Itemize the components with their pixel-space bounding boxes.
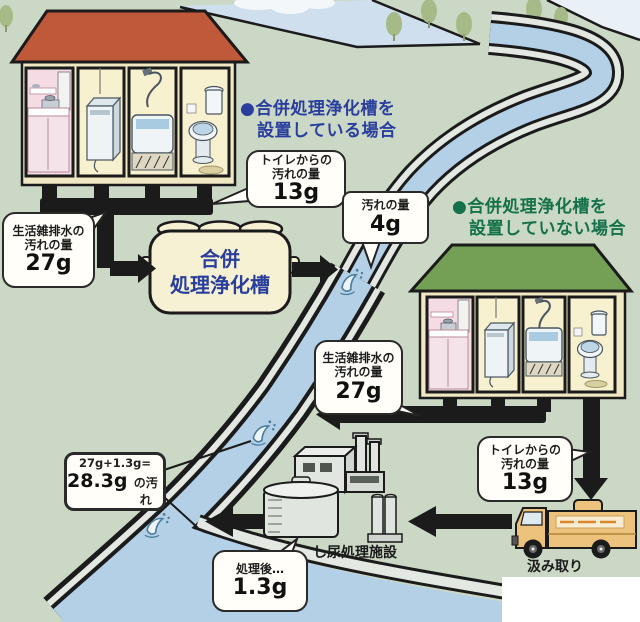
fish-icon — [340, 268, 364, 296]
bubble-line: 処理後… — [235, 561, 284, 576]
bubble-value: 13g — [272, 180, 320, 206]
blank-corner — [502, 577, 640, 622]
tank-label-line2: 処理浄化槽 — [170, 273, 270, 297]
facility-label: し尿処理施設 — [313, 545, 397, 561]
laundry-room — [76, 66, 126, 178]
treatment-facility-illustration — [263, 432, 403, 543]
bath-room — [127, 66, 178, 178]
toilet-room — [179, 66, 231, 178]
case-installed-line2: 設置している場合 — [257, 121, 397, 142]
sky-right — [547, 0, 640, 40]
bubble-value: 13g — [501, 470, 549, 496]
bubble-house2-wastewater: 生活雑排水の 汚れの量 27g — [314, 340, 403, 415]
bubble-house2-toilet: トイレからの 汚れの量 13g — [477, 436, 573, 502]
bubble-house1-toilet: トイレからの 汚れの量 13g — [246, 150, 346, 208]
roof-house1 — [9, 9, 251, 64]
bubble-value: 1.3g — [232, 575, 288, 601]
vacuum-truck-illustration — [511, 499, 637, 559]
bubble-line: トイレからの — [259, 152, 332, 167]
pointer-lines — [163, 440, 252, 529]
bubble-line: 汚れの量 — [361, 198, 410, 213]
total-value: 28.3g — [67, 470, 128, 493]
bubble-after-treatment: 処理後… 1.3g — [212, 550, 308, 612]
total-formula: 27g+1.3g= — [78, 455, 152, 470]
flow-arrow — [110, 254, 338, 284]
bubble-line: 生活雑排水の — [12, 223, 85, 238]
house-1 — [9, 9, 251, 187]
toilet-room — [567, 295, 617, 394]
bubble-line: 汚れの量 — [271, 166, 320, 181]
kitchen-room — [425, 295, 475, 394]
bubble-value: 27g — [25, 251, 72, 277]
bubble-line: 汚れの量 — [334, 365, 383, 380]
bubble-line: 生活雑排水の — [322, 351, 395, 366]
fish-icon — [251, 420, 276, 446]
label-case-installed: ●合併処理浄化槽を 設置している場合 — [240, 98, 397, 142]
bubble-value: 27g — [335, 378, 382, 404]
tank-label-line1: 合併 — [200, 247, 240, 271]
sky — [175, 0, 480, 48]
cloud-icon — [234, 0, 335, 14]
house-2 — [407, 243, 635, 400]
fish-icon — [144, 513, 170, 538]
case-not-installed-line1: ●合併処理浄化槽を — [452, 197, 608, 217]
bath-room — [521, 295, 567, 394]
label-case-not-installed: ●合併処理浄化槽を 設置していない場合 — [452, 196, 626, 240]
box-river-load: 汚れの量 4g — [342, 191, 429, 244]
kitchen-room — [24, 66, 75, 178]
bubble-house1-wastewater: 生活雑排水の 汚れの量 27g — [2, 212, 95, 288]
truck-label: 汲み取り — [527, 559, 583, 575]
bubble-line: 汚れの量 — [500, 456, 549, 471]
case-not-installed-line2: 設置していない場合 — [469, 219, 626, 240]
bubble-line: 汚れの量 — [24, 237, 73, 252]
bubble-value: 4g — [369, 211, 402, 237]
tank-label: 合併 処理浄化槽 — [150, 246, 290, 298]
roof-house2 — [407, 243, 635, 293]
total-suffix: の汚れ — [133, 476, 158, 508]
bubble-line: トイレからの — [488, 442, 561, 457]
case-installed-line1: ●合併処理浄化槽を — [240, 99, 396, 119]
laundry-room — [475, 295, 521, 394]
